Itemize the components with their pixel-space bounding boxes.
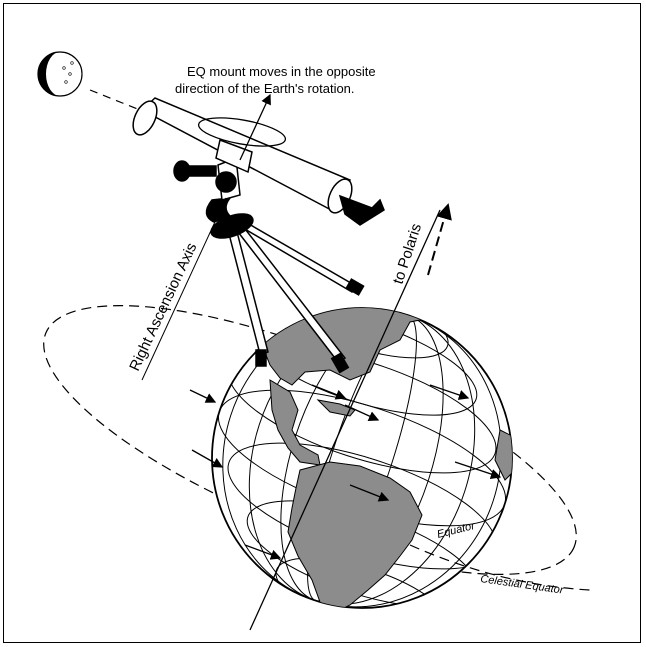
ra-axis-label: Right Ascension Axis <box>126 240 200 373</box>
earth-globe <box>184 262 539 647</box>
ra-axis-label-line <box>142 198 226 380</box>
eq-mount-head <box>174 158 240 222</box>
caption-line-2: direction of the Earth's rotation. <box>175 81 355 97</box>
telescope-tube <box>128 97 384 225</box>
moon-line <box>90 90 140 110</box>
celestial-equator-label: Celestial Equator <box>480 573 566 597</box>
caption-line-1: EQ mount moves in the opposite <box>187 64 376 80</box>
moon-icon <box>38 52 82 96</box>
